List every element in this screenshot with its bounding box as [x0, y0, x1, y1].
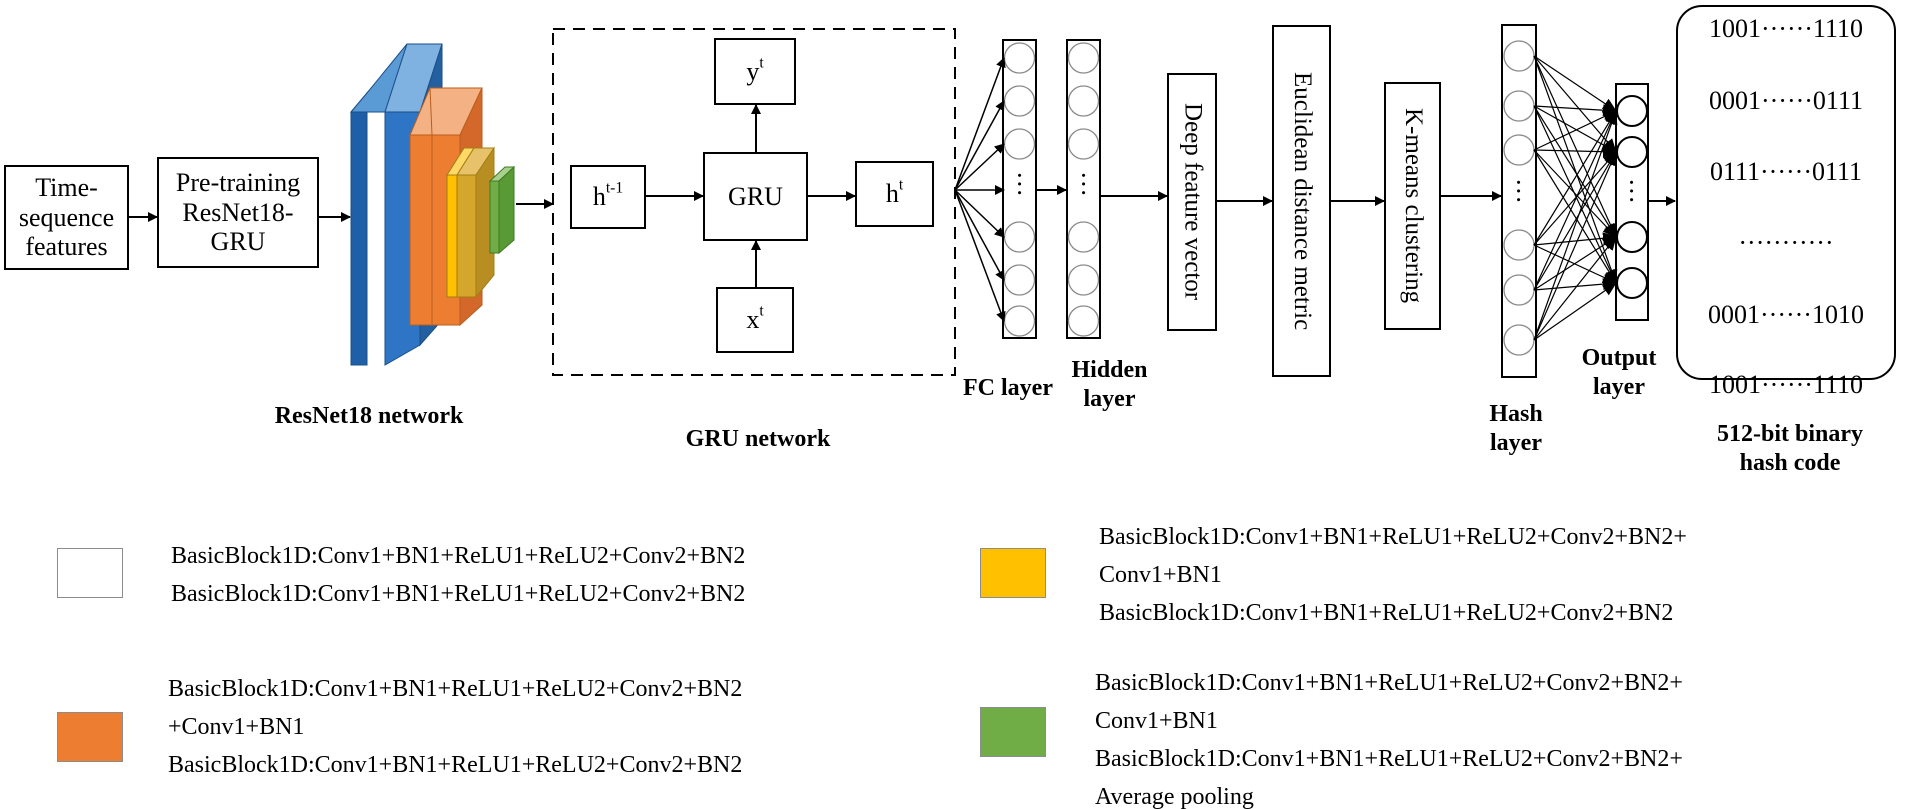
output-neurons [1616, 95, 1648, 299]
euclidean-metric-text: Euclidean distance metric [1288, 71, 1316, 331]
euclidean-metric-box: Euclidean distance metric [1272, 25, 1331, 377]
legend-swatch-white [57, 548, 123, 598]
kmeans-box: K-means clustering [1384, 82, 1441, 330]
x-in-text: xt [746, 302, 764, 335]
output-layer-label: Output layer [1581, 345, 1657, 401]
legend-text-orange: BasicBlock1D:Conv1+BN1+ReLU1+ReLU2+Conv2… [168, 676, 743, 778]
hash-output-connections [1533, 55, 1618, 341]
hash-code-line-6: 1001······1110 [1708, 370, 1864, 399]
hidden-layer-column [1066, 39, 1101, 339]
y-out-text: yt [746, 54, 764, 86]
deep-feature-vector-box: Deep feature vector [1167, 73, 1217, 331]
hidden-layer-label: Hidden layer [1071, 357, 1148, 413]
legend-text-white: BasicBlock1D:Conv1+BN1+ReLU1+ReLU2+Conv2… [171, 543, 746, 607]
resnet-block-yellow [446, 146, 495, 299]
hash-code-panel [1676, 5, 1896, 380]
hash-code-line-1: 1001······1110 [1708, 14, 1864, 43]
legend-text-yellow: BasicBlock1D:Conv1+BN1+ReLU1+ReLU2+Conv2… [1099, 524, 1687, 626]
gru-cell-box: GRU [703, 152, 808, 241]
resnet-block-green [488, 165, 516, 255]
hash-code-ellipsis: ··········· [1738, 228, 1834, 257]
hash-dots: ··· [1504, 178, 1533, 204]
gru-network-label: GRU network [685, 426, 831, 452]
hash-code-label: 512-bit binary hash code [1716, 421, 1863, 477]
flow-arrows [129, 104, 1676, 287]
legend-swatch-orange [57, 712, 123, 762]
h-prev-text: ht-1 [592, 179, 624, 212]
hash-code-line-5: 0001······1010 [1708, 300, 1864, 329]
output-dots: ··· [1617, 178, 1646, 204]
time-sequence-features-text: Time-sequence features [18, 172, 115, 262]
fc-fanout-arrows [954, 57, 1006, 322]
fc-layer-label: FC layer [963, 375, 1053, 401]
hash-code-line-2: 0001······0111 [1708, 86, 1864, 115]
h-prev-box: ht-1 [570, 165, 646, 229]
pretraining-box: Pre-training ResNet18-GRU [157, 157, 319, 268]
legend-swatch-green [980, 707, 1046, 757]
hash-layer-label: Hash layer [1489, 401, 1543, 457]
h-out-text: ht [885, 176, 904, 209]
deep-feature-vector-text: Deep feature vector [1179, 103, 1207, 301]
time-sequence-features-box: Time-sequence features [4, 165, 129, 270]
hash-layer-column [1501, 24, 1537, 378]
fc-dots: ··· [1005, 171, 1034, 197]
hidden-dots: ··· [1069, 171, 1098, 197]
hidden-neurons [1067, 42, 1100, 337]
pretraining-text: Pre-training ResNet18-GRU [175, 167, 301, 257]
gru-cell-text: GRU [728, 181, 783, 211]
resnet-network-label: ResNet18 network [274, 403, 464, 429]
x-in-box: xt [716, 287, 794, 353]
h-out-box: ht [855, 161, 934, 227]
legend-text-green: BasicBlock1D:Conv1+BN1+ReLU1+ReLU2+Conv2… [1095, 670, 1683, 809]
kmeans-text: K-means clustering [1399, 108, 1427, 304]
hash-code-line-3: 0111······0111 [1709, 157, 1863, 186]
legend-swatch-yellow [980, 548, 1046, 598]
y-out-box: yt [714, 38, 796, 105]
